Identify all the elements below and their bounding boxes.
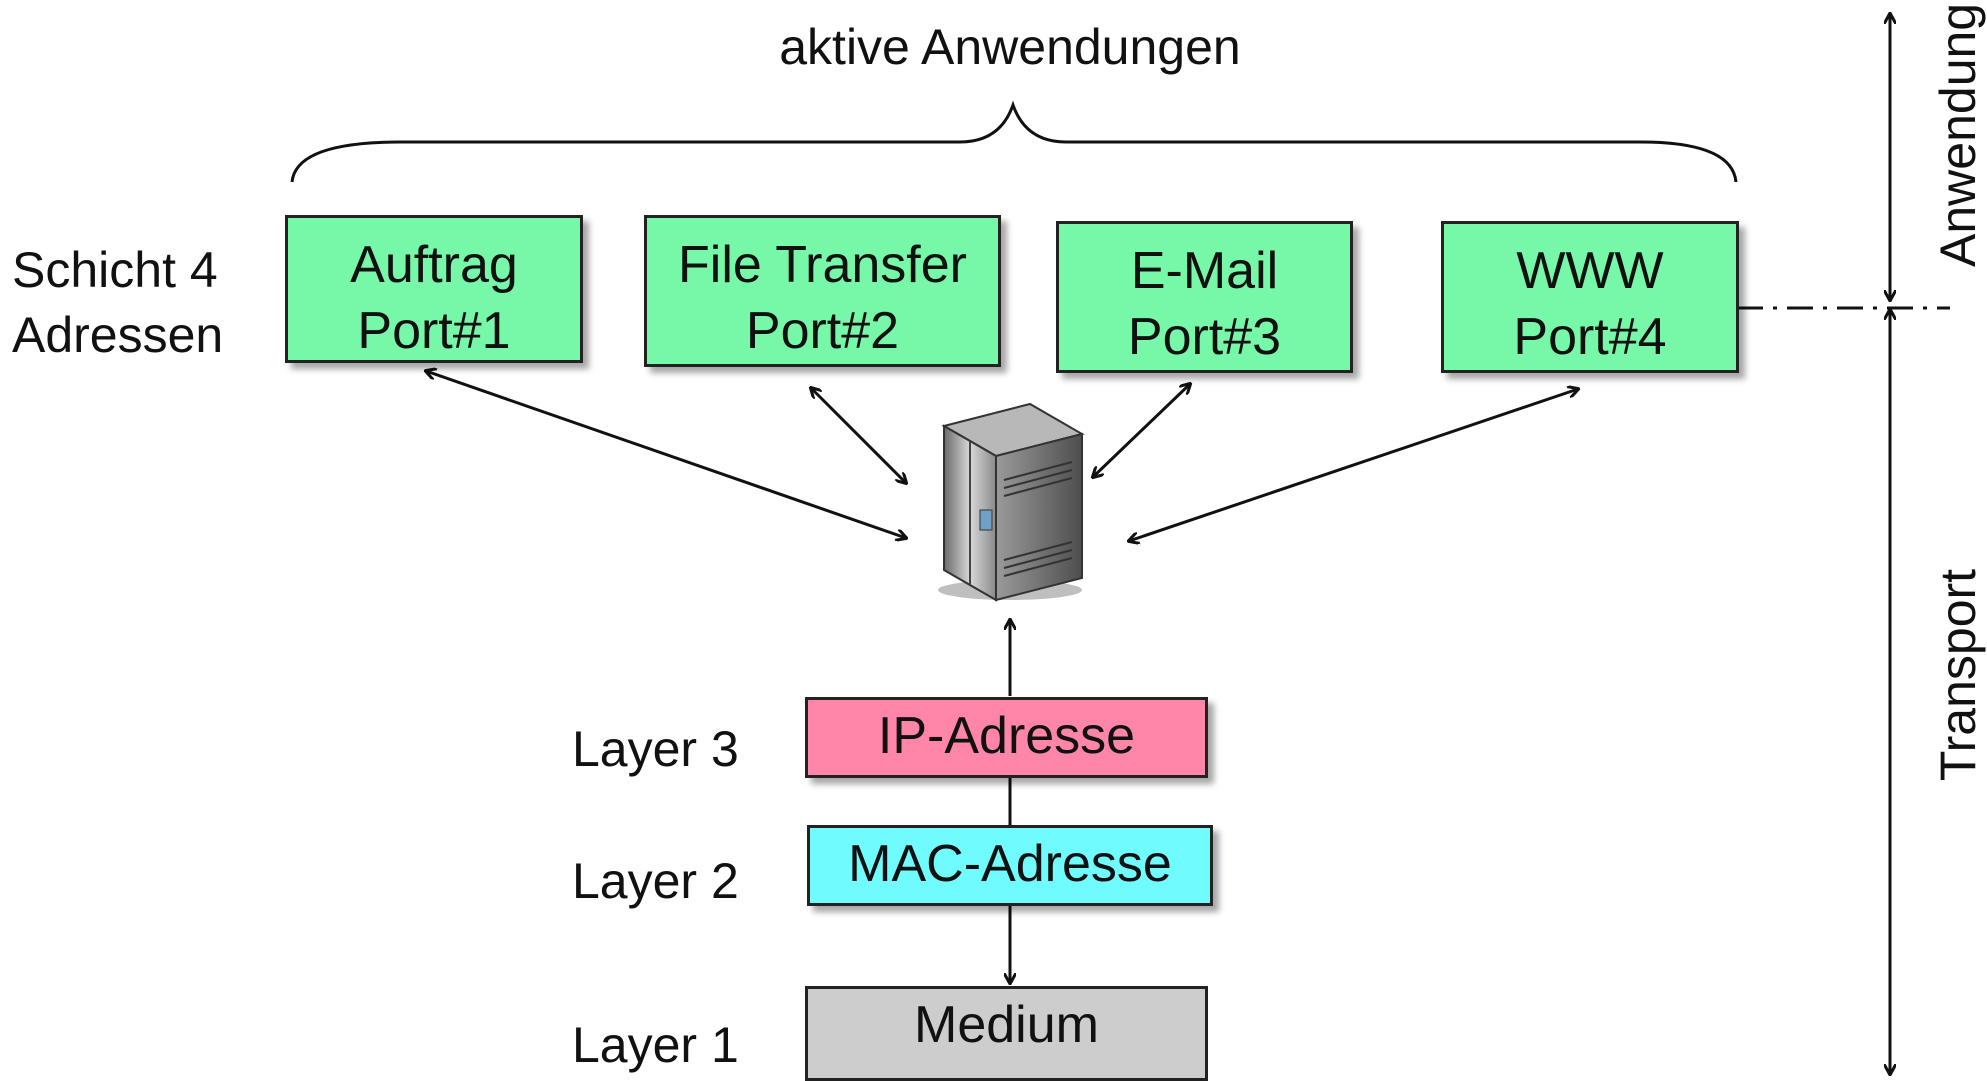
app-box-www: WWW Port#4 [1441, 221, 1739, 373]
schicht-label-line1: Schicht 4 [12, 242, 218, 298]
axis-label-transport: Transport [1930, 568, 1986, 782]
app-name-email: E-Mail [1130, 242, 1279, 300]
app-box-email: E-Mail Port#3 [1056, 221, 1353, 373]
arrow-www-server [1129, 389, 1578, 541]
mac-address-box: MAC-Adresse [807, 825, 1213, 906]
app-name-auftrag: Auftrag [350, 236, 518, 294]
schicht-label-line2: Adressen [12, 307, 224, 363]
arrow-filetransfer-server [811, 388, 906, 483]
application-brace [290, 100, 1738, 183]
layer-1-label: Layer 1 [572, 1017, 739, 1073]
app-port-www: Port#4 [1513, 308, 1667, 366]
ip-address-box: IP-Adresse [805, 697, 1208, 778]
app-box-file-transfer: File Transfer Port#2 [644, 215, 1001, 367]
app-box-auftrag: Auftrag Port#1 [285, 215, 583, 363]
app-port-file-transfer: Port#2 [745, 302, 900, 360]
medium-box: Medium [805, 986, 1208, 1081]
schicht-4-label: Schicht 4 Adressen [12, 238, 223, 368]
layer-3-label: Layer 3 [572, 721, 739, 777]
app-port-auftrag: Port#1 [357, 302, 511, 360]
app-name-www: WWW [1516, 242, 1664, 300]
axis-label-anwendung: Anwendung [1930, 2, 1986, 267]
layer-2-label: Layer 2 [572, 853, 739, 909]
arrow-email-server [1093, 384, 1190, 477]
arrow-auftrag-server [426, 371, 906, 538]
app-port-email: Port#3 [1127, 308, 1282, 366]
server-icon [938, 402, 1085, 602]
diagram-title: aktive Anwendungen [779, 19, 1241, 75]
app-name-file-transfer: File Transfer [678, 236, 967, 294]
